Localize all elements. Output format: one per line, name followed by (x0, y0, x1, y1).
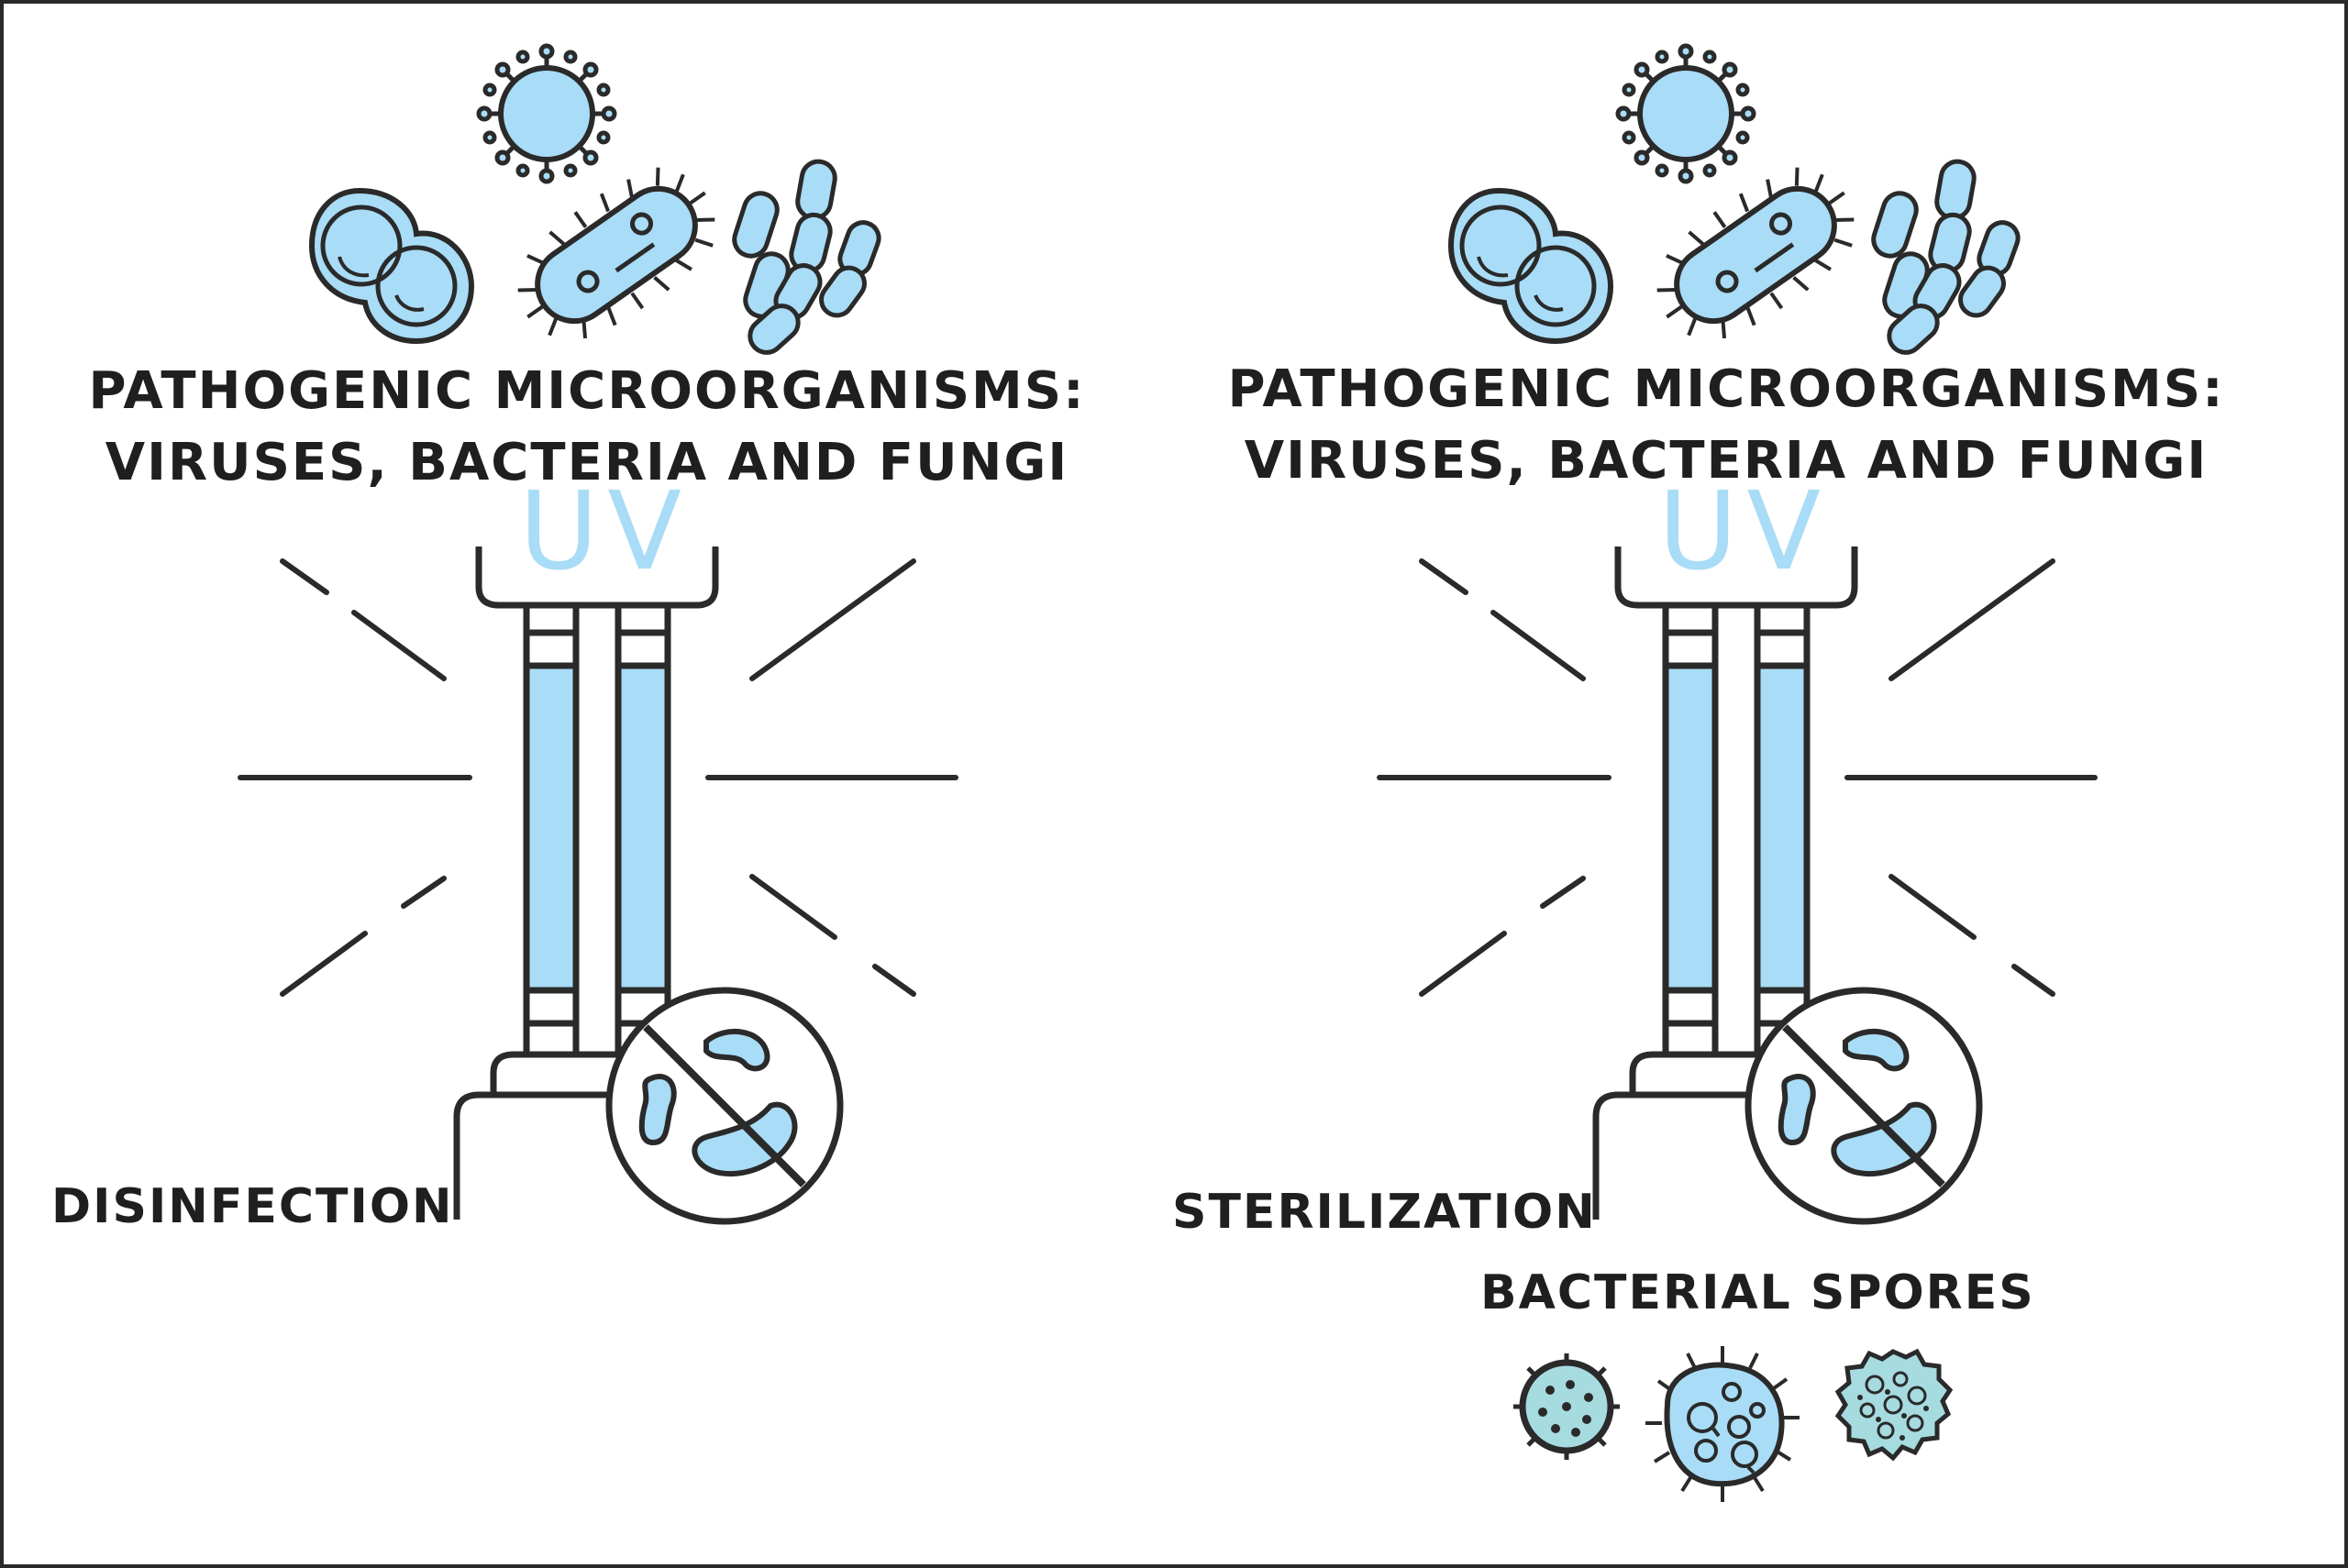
uv-lamp-icon (453, 547, 719, 1220)
virus-icon (1615, 43, 1756, 184)
heading-line-1: PATHOGENIC MICROORGANISMS: (1227, 359, 2225, 419)
uv-label: UV (1658, 468, 1831, 594)
heading-line-1: PATHOGENIC MICROORGANISMS: (88, 361, 1086, 421)
bacillus-icon (1656, 167, 1855, 339)
no-bacteria-icon (1744, 987, 1983, 1225)
disinfection-panel: PATHOGENIC MICROORGANISMS: VIRUSES, BACT… (18, 43, 1156, 1234)
uv-rays (1377, 558, 2098, 997)
disinfection-illustration (238, 43, 958, 1225)
diplococcus-icon (308, 187, 475, 345)
virus-icon (476, 43, 617, 184)
heading-line-2: VIRUSES, BACTERIA AND FUNGI (105, 433, 1069, 492)
streptobacilli-icon (732, 159, 881, 355)
spore-icon-ringed (1645, 1346, 1800, 1502)
bacterial-spores-label: BACTERIAL SPORES (1480, 1265, 2035, 1320)
pathogens-heading: PATHOGENIC MICROORGANISMS: VIRUSES, BACT… (1157, 354, 2295, 497)
disinfection-label: DISINFECTION (51, 1179, 454, 1234)
bacterial-spores-group (1513, 1346, 1954, 1502)
uv-lamp-icon (1592, 547, 1858, 1220)
pathogens-group (308, 43, 881, 355)
spore-icon-dotted (1513, 1353, 1620, 1460)
bacillus-icon (517, 167, 715, 339)
no-bacteria-icon (605, 987, 844, 1225)
diplococcus-icon (1447, 187, 1614, 345)
pathogens-group (1447, 43, 2021, 355)
uv-rays (238, 558, 958, 997)
pathogens-heading: PATHOGENIC MICROORGANISMS: VIRUSES, BACT… (18, 356, 1156, 499)
streptobacilli-icon (1871, 159, 2021, 355)
spore-icon-porous (1834, 1348, 1954, 1462)
sterilization-label: STERILIZATION (1172, 1185, 1597, 1240)
uv-label: UV (519, 468, 692, 594)
sterilization-panel: PATHOGENIC MICROORGANISMS: VIRUSES, BACT… (1139, 0, 2313, 1568)
heading-line-2: VIRUSES, BACTERIA AND FUNGI (1244, 431, 2209, 491)
sterilization-illustration (1377, 43, 2098, 1502)
